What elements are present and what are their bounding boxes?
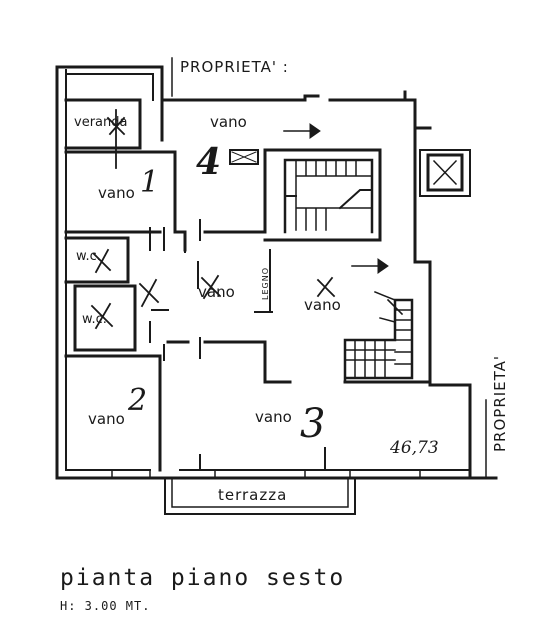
arrow-top-head: [309, 123, 321, 139]
room-label-center: vano: [198, 283, 235, 301]
outer-wall-top-west-inner: [65, 73, 154, 101]
wall-room1: [64, 150, 177, 234]
veranda-wall: [64, 98, 142, 150]
wc-label-lower: w.c.: [82, 312, 107, 327]
wall-central-north: [203, 148, 382, 242]
outer-wall-top-east-step: [403, 90, 432, 130]
lift-outer: [419, 149, 471, 197]
main-stair-frame: [283, 158, 374, 234]
shaft-box-cross: [231, 151, 257, 163]
wood-label: LEGNO: [261, 267, 270, 300]
room-label-right: vano: [304, 296, 341, 314]
wall-central: [203, 340, 292, 384]
owner-label-right: PROPRIETA': [491, 354, 509, 452]
area-label: 46,73: [390, 438, 439, 458]
arrow-down-mark: [386, 298, 404, 316]
outer-wall-east-upper: [413, 126, 432, 284]
mark-room-center: [200, 274, 222, 300]
room-label-1: vano: [98, 184, 135, 202]
room-label-2: vano: [88, 410, 125, 428]
mark-wc-upper: [92, 248, 112, 274]
outer-wall-east-lower: [428, 280, 472, 480]
doors: [149, 219, 326, 471]
room-number-4: 4: [196, 141, 222, 183]
wall-room2: [64, 354, 162, 472]
outer-wall-top-west: [55, 65, 164, 142]
window-bottom: [111, 469, 421, 479]
room-number-1: 1: [140, 165, 160, 200]
wall-wc-lower: [73, 284, 137, 352]
terrace-inner: [171, 477, 349, 508]
main-stair-steps: [295, 159, 373, 231]
room-number-2: 2: [128, 383, 148, 418]
mark-veranda: [106, 109, 126, 169]
wall-wc-upper: [64, 236, 130, 284]
terrace-label: terrazza: [218, 486, 288, 504]
wc-label-upper: w.c.: [76, 249, 101, 264]
owner-label-top: PROPRIETA' :: [180, 58, 289, 76]
mark-room-right: [316, 276, 336, 298]
mark-wc-lower: [90, 302, 114, 330]
room-number-3: 3: [300, 401, 326, 447]
right-stair-top: [374, 291, 396, 323]
room-label-3: vano: [255, 408, 292, 426]
terrace-outline: [164, 477, 356, 515]
room-label-top: vano: [210, 113, 247, 131]
mark-corridor: [138, 278, 160, 308]
right-stair-steps: [344, 309, 413, 379]
main-stair-landing: [284, 189, 373, 210]
lift-shaft-cross: [432, 159, 458, 186]
outer-wall-top-middle: [160, 94, 320, 102]
arrow-right-head: [377, 258, 389, 274]
plan-title: pianta piano sesto: [60, 565, 346, 591]
right-stair-frame: [343, 298, 414, 384]
room-label-veranda: veranda: [74, 115, 128, 130]
shaft-box: [229, 149, 259, 165]
lift-shaft: [426, 153, 464, 192]
plan-height: H: 3.00 MT.: [60, 599, 151, 613]
